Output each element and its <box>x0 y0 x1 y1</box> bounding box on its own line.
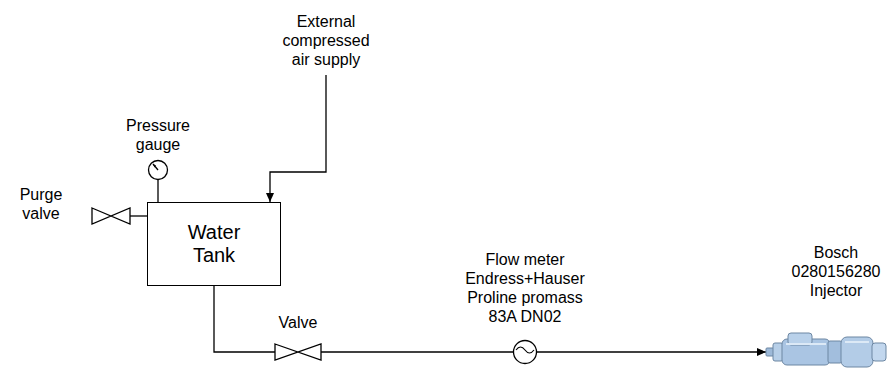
air-supply-label-node: External compressed air supply <box>278 12 374 69</box>
component-label: Pressure gauge <box>118 116 198 154</box>
component-label: Valve <box>263 313 333 332</box>
pipe-connector <box>214 286 275 352</box>
flow-meter-symbol <box>513 340 537 364</box>
component-label: Bosch 0280156280 Injector <box>786 243 886 300</box>
purge-valve-symbol <box>92 208 130 224</box>
component-label: Purge valve <box>10 185 72 223</box>
valve: Valve <box>275 344 321 360</box>
pipe-connector <box>321 351 513 352</box>
flow-meter: Flow meter Endress+Hauser Proline promas… <box>513 340 537 364</box>
tank-label: Water Tank <box>174 221 254 267</box>
injector: Bosch 0280156280 Injector <box>766 330 888 374</box>
water-tank: Water Tank <box>147 202 281 286</box>
pipe-connector <box>157 180 158 202</box>
supply-label: External compressed air supply <box>278 12 374 69</box>
injector-symbol <box>766 330 888 374</box>
pressure-gauge: Pressure gauge <box>148 160 168 180</box>
pipe-connector <box>537 351 766 352</box>
pressure-gauge-symbol <box>148 160 168 180</box>
pipe-connector <box>130 215 147 216</box>
component-label: Flow meter Endress+Hauser Proline promas… <box>459 250 591 326</box>
purge-valve: Purge valve <box>92 208 130 224</box>
valve-symbol <box>275 344 321 360</box>
pipe-connector <box>270 75 326 202</box>
